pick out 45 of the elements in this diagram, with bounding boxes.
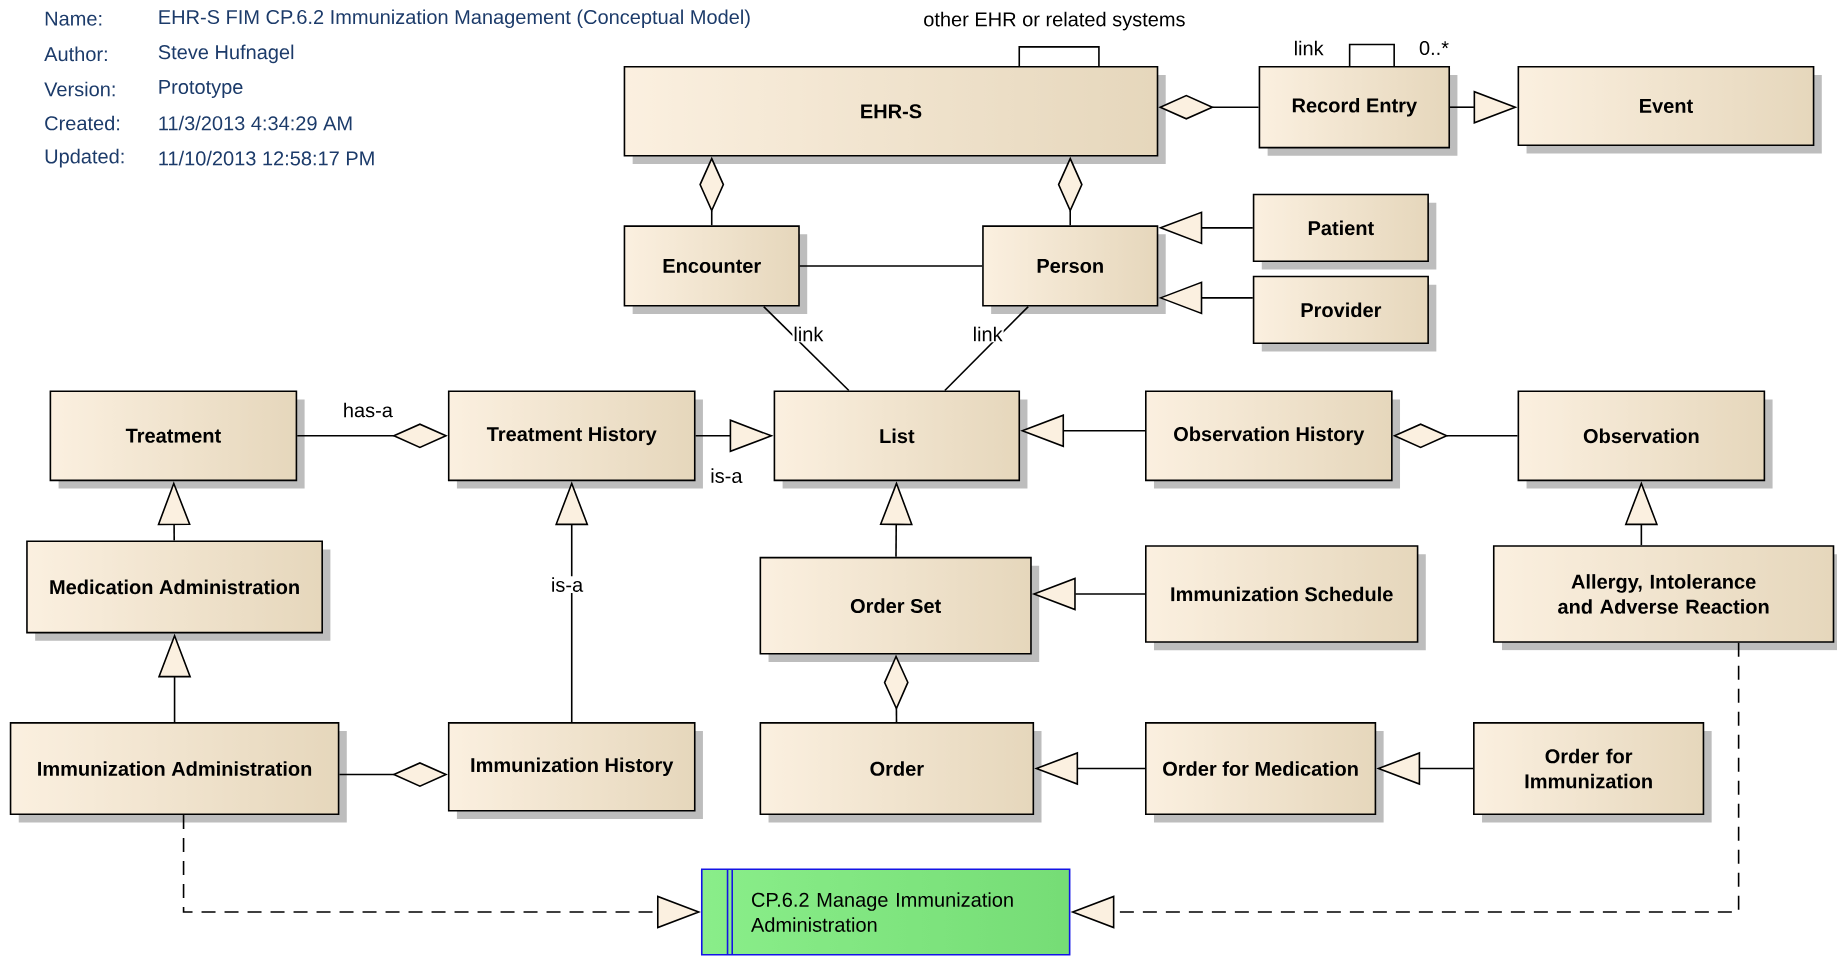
- class-box: Immunization Schedule: [1145, 545, 1426, 651]
- class-box: Treatment History: [447, 390, 703, 489]
- edge-label: has-a: [341, 401, 394, 419]
- class-box: Event: [1517, 66, 1822, 154]
- header-field-value: 11/3/2013 4:34:29 AM: [159, 115, 352, 131]
- class-box: Allergy, Intolerance and Adverse Reaction: [1492, 545, 1837, 651]
- header-field-value: 11/10/2013 12:58:17 PM: [159, 150, 374, 166]
- class-box: List: [773, 390, 1028, 489]
- self-association-loop: [1348, 43, 1395, 67]
- edge-label: link: [792, 325, 825, 343]
- class-box: Order for Immunization: [1473, 722, 1712, 823]
- class-box: EHR-S: [623, 66, 1166, 164]
- self-association-loop: [1018, 46, 1100, 67]
- class-box: Record Entry: [1258, 66, 1458, 156]
- edge-label: link: [971, 325, 1004, 343]
- header-field-label: Author:: [44, 46, 107, 62]
- class-box: Order Set: [759, 556, 1040, 662]
- class-box: Provider: [1252, 275, 1437, 352]
- class-box: Observation History: [1145, 390, 1400, 489]
- header-field-value: Prototype: [159, 80, 243, 98]
- class-box: Immunization Administration: [9, 722, 347, 823]
- header-field-value: Steve Hufnagel: [158, 44, 294, 64]
- class-box: Treatment: [49, 390, 305, 489]
- header-field-label: Version:: [44, 81, 115, 97]
- header-field-label: Created:: [45, 115, 120, 131]
- header-field-label: Updated:: [45, 148, 124, 168]
- edge-label: link: [1292, 39, 1325, 57]
- association-line: [762, 305, 850, 392]
- edge-label: is-a: [549, 576, 585, 593]
- edge-label: is-a: [709, 467, 744, 484]
- class-box: Patient: [1252, 193, 1437, 270]
- function-box: CP.6.2 Manage Immunization Administration: [701, 868, 1071, 956]
- header-field-label: Name:: [45, 11, 102, 26]
- class-box: Order for Medication: [1145, 722, 1384, 823]
- class-box: Encounter: [623, 225, 808, 314]
- association-line: [944, 305, 1030, 392]
- header-field-value: EHR-S FIM CP.6.2 Immunization Management (Conceptual Model): [159, 9, 750, 29]
- class-box: Medication Administration: [26, 540, 331, 641]
- multiplicity-label: 0..*: [1419, 40, 1449, 56]
- class-box: Order: [759, 722, 1042, 823]
- association-line: [799, 265, 983, 267]
- class-box: Immunization History: [447, 722, 703, 819]
- class-box: Person: [982, 225, 1166, 314]
- edge-label: other EHR or related systems: [922, 10, 1187, 32]
- class-box: Observation: [1517, 390, 1773, 489]
